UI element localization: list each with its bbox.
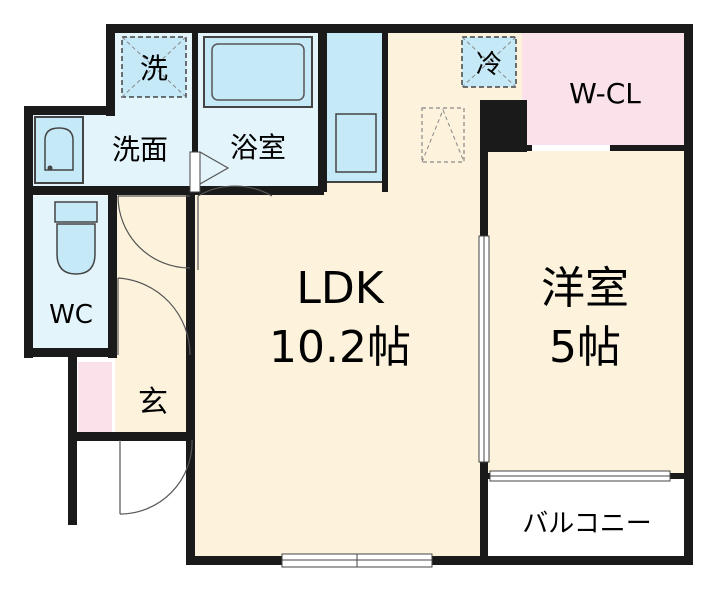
entrance-door: [119, 439, 193, 515]
balcony-floor: [488, 478, 688, 560]
kitchen-sink: [335, 113, 377, 173]
balcony-label: バルコニー: [522, 509, 651, 539]
ldk-size-label: 10.2帖: [269, 322, 411, 373]
ldk-floor: [190, 32, 522, 560]
western-room-floor: [485, 150, 688, 476]
toilet-tank: [54, 201, 98, 223]
washroom-label: 洗面: [112, 133, 168, 166]
western-room-label: 洋室: [541, 263, 629, 314]
range-hood: [421, 107, 465, 163]
hall-floor: [115, 192, 190, 357]
wc-label: WC: [49, 300, 93, 330]
washroom-sliding-door: [189, 151, 201, 193]
openings: [189, 151, 671, 568]
labels: LDK 10.2帖 洋室 5帖 W-CL 浴室 洗面 WC 玄 バルコニー 洗 …: [49, 50, 652, 539]
ldk-door: [197, 185, 273, 270]
floor-fills: [30, 31, 688, 560]
wcl-floor: [522, 32, 688, 150]
wcl-label: W-CL: [569, 77, 641, 110]
entrance-label: 玄: [138, 385, 168, 420]
entrance-floor: [115, 357, 190, 435]
fixtures: [34, 36, 517, 275]
bath-door: [199, 151, 230, 185]
toilet-bowl: [56, 223, 96, 275]
washroom-door: [117, 195, 191, 269]
shoe-cabinet: [78, 362, 112, 432]
ldk-label: LDK: [296, 263, 384, 314]
wcl-door-gap: [532, 145, 610, 151]
wc-door: [117, 277, 191, 356]
western-room-size-label: 5帖: [549, 322, 621, 373]
door-swings: [117, 151, 273, 515]
washer-label: 洗: [140, 52, 168, 85]
fridge-label: 冷: [476, 50, 502, 80]
bath-label: 浴室: [230, 131, 286, 164]
